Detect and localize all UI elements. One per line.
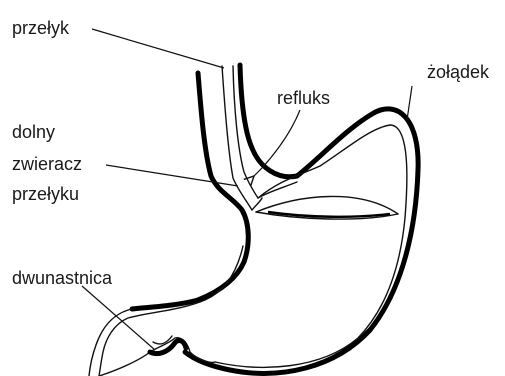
esophagus-left-wall	[132, 73, 248, 309]
esophagus-leader	[92, 29, 224, 68]
label-duodenum: dwunastnica	[12, 268, 113, 288]
label-esophagus: przełyk	[12, 18, 70, 38]
sphincter-band	[252, 198, 262, 210]
label-sphincter-line2: zwieracz	[12, 154, 82, 174]
acid-level-upper	[256, 196, 398, 214]
stomach-greater-curvature	[185, 109, 418, 374]
duodenum-leader	[82, 286, 155, 350]
label-sphincter-line1: dolny	[12, 122, 55, 142]
label-sphincter-line3: przełyku	[12, 184, 79, 204]
label-reflux: refluks	[277, 88, 330, 108]
sphincter-leader	[106, 165, 238, 186]
stomach-leader	[407, 86, 412, 120]
duodenum-inner	[99, 246, 243, 376]
label-stomach: żołądek	[427, 62, 490, 82]
